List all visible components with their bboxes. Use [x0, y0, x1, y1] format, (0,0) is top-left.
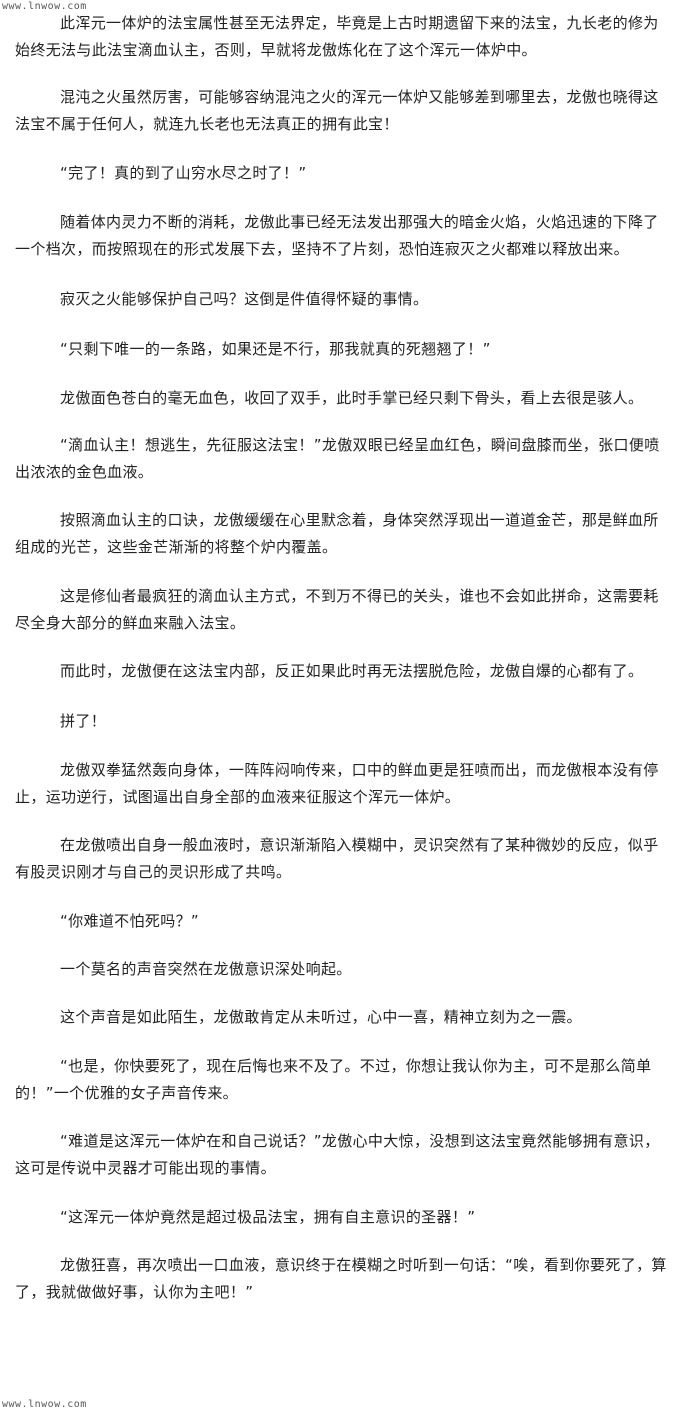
- paragraph-14: 在龙傲喷出自身一般血液时，意识渐渐陷入模糊中，灵识突然有了某种微妙的反应，似乎有…: [15, 836, 659, 881]
- paragraph-17: 这个声音是如此陌生，龙傲敢肯定从未听过，心中一喜，精神立刻为之一震。: [60, 1008, 582, 1026]
- paragraph-11: 而此时，龙傲便在这法宝内部，反正如果此时再无法摆脱危险，龙傲自爆的心都有了。: [60, 662, 644, 680]
- paragraph-4: 随着体内灵力不断的消耗，龙傲此事已经无法发出那强大的暗金火焰，火焰迅速的下降了一…: [15, 213, 659, 258]
- paragraph-2: 混沌之火虽然厉害，可能够容纳混沌之火的浑元一体炉又能够差到哪里去，龙傲也晓得这法…: [15, 88, 659, 133]
- paragraph-7: 龙傲面色苍白的毫无血色，收回了双手，此时手掌已经只剩下骨头，看上去很是骇人。: [60, 389, 644, 407]
- watermark-bottom: www.lnwow.com: [2, 1399, 87, 1410]
- paragraph-1: 此浑元一体炉的法宝属性甚至无法界定，毕竟是上古时期遗留下来的法宝，九长老的修为始…: [15, 14, 659, 59]
- paragraph-9: 按照滴血认主的口诀，龙傲缓缓在心里默念着，身体突然浮现出一道道金芒，那是鲜血所组…: [15, 511, 659, 556]
- paragraph-15: “你难道不怕死吗？”: [60, 912, 200, 930]
- paragraph-13: 龙傲双拳猛然轰向身体，一阵阵闷响传来，口中的鲜血更是狂喷而出，而龙傲根本没有停止…: [15, 761, 659, 806]
- paragraph-16: 一个莫名的声音突然在龙傲意识深处响起。: [60, 960, 352, 978]
- paragraph-10: 这是修仙者最疯狂的滴血认主方式，不到万不得已的关头，谁也不会如此拼命，这需要耗尽…: [15, 587, 659, 632]
- paragraph-12: 拼了！: [60, 712, 107, 730]
- paragraph-5: 寂灭之火能够保护自己吗？这倒是件值得怀疑的事情。: [60, 290, 429, 308]
- paragraph-8: “滴血认主！想逃生，先征服这法宝！”龙傲双眼已经呈血红色，瞬间盘膝而坐，张口便喷…: [15, 436, 660, 481]
- paragraph-3: “完了！真的到了山穷水尽之时了！”: [60, 164, 307, 182]
- paragraph-21: 龙傲狂喜，再次喷出一口血液，意识终于在模糊之时听到一句话：“唉，看到你要死了，算…: [15, 1256, 667, 1301]
- paragraph-6: “只剩下唯一的一条路，如果还是不行，那我就真的死翘翘了！”: [60, 340, 491, 358]
- paragraph-19: “难道是这浑元一体炉在和自己说话？”龙傲心中大惊，没想到这法宝竟然能够拥有意识，…: [15, 1132, 660, 1177]
- paragraph-18: “也是，你快要死了，现在后悔也来不及了。不过，你想让我认你为主，可不是那么简单的…: [15, 1057, 652, 1102]
- watermark-top: www.lnwow.com: [2, 1, 87, 12]
- paragraph-20: “这浑元一体炉竟然是超过极品法宝，拥有自主意识的圣器！”: [60, 1208, 476, 1226]
